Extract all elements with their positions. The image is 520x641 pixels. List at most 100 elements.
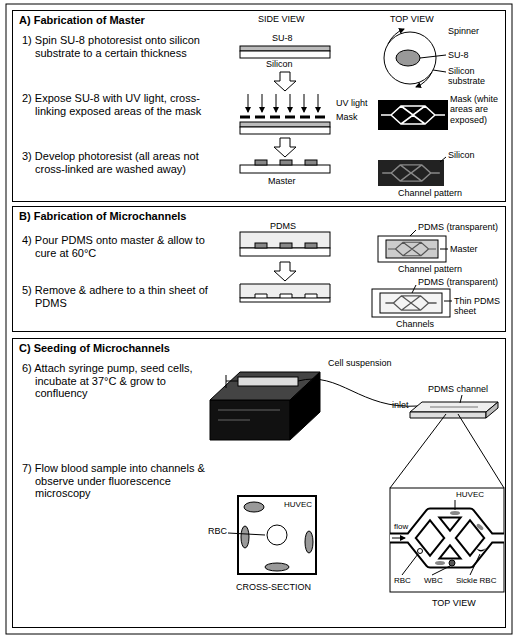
bonded-channel-side-view [240,284,330,298]
channel-zoom-view [476,548,486,552]
part-label: SU-8 [272,33,293,43]
pdms-pour-top-view [386,240,438,258]
spinner-top-view [384,32,436,84]
cross-section-view [238,496,316,574]
spinner-top-view [416,72,432,87]
process-arrow [274,262,296,281]
cross-section-view [267,525,287,545]
step-text: 2) Expose SU-8 with UV light, cross-link… [22,92,222,117]
mask-top-view [381,106,445,124]
uv-exposure-side-view [304,94,305,112]
spin-side-view [240,51,330,58]
step-text: 4) Pour PDMS onto master & allow to cure… [22,234,222,259]
process-arrow [274,138,296,157]
master-side-view [240,165,330,173]
syringe-pump [210,400,290,440]
pdms-channel-chip [410,402,498,412]
master-top-view [440,157,446,162]
master-side-view [255,160,267,165]
part-label: Silicon [448,150,475,160]
bonded-channel-top-view [372,289,450,317]
channel-zoom-view [432,566,450,575]
mask-top-view [378,100,448,130]
part-label: SU-8 [448,50,469,60]
part-label: TOP VIEW [432,598,476,608]
cross-section-view [244,502,264,512]
channel-zoom-view [435,561,445,565]
spinner-top-view [388,29,404,44]
uv-exposure-side-view [240,127,330,134]
pdms-channel-chip [486,402,498,418]
pdms-pour-side-view [240,232,330,248]
part-label: Master [450,244,478,254]
syringe-pump [210,372,418,440]
pdms-pour-top-view [378,236,446,262]
part-label: UV light [336,98,368,108]
part-label: Spinner [448,26,479,36]
spinner-top-view [396,50,420,66]
spinner-top-view [420,55,446,58]
spin-side-view [240,46,330,58]
channel-zoom-view [449,560,455,566]
part-label: Silicon [266,59,293,69]
pdms-channel-chip [390,395,504,488]
outer-frame [6,4,512,634]
channel-zoom-view [390,513,504,563]
channel-zoom-view [450,511,460,515]
uv-exposure-side-view [276,94,277,112]
channel-zoom-view [470,554,480,575]
part-label: Cell suspension [328,358,392,368]
spinner-top-view [433,70,446,72]
part-label: Channel pattern [398,188,462,198]
part-label: Channels [396,319,434,329]
part-label: Sickle RBC [456,576,496,585]
part-label: TOP VIEW [390,14,434,24]
pdms-pour-top-view [388,242,436,256]
cross-section-view [228,533,265,535]
uv-exposure-side-view [262,94,263,112]
part-label: PDMS [270,221,296,231]
bonded-channel-top-view [385,296,436,310]
part-label: Master [268,176,296,186]
part-label: Channel pattern [398,264,462,274]
pdms-pour-top-view [410,230,416,236]
uv-exposure-side-view [290,94,291,112]
pdms-pour-top-view [440,249,448,250]
uv-exposure-side-view [318,94,319,112]
part-label: Silicon substrate [448,66,504,87]
uv-exposure-side-view [248,94,249,112]
uv-exposure-side-view [240,122,330,127]
step-text: 7) Flow blood sample into channels & obs… [22,462,222,500]
part-label: RBC [394,576,411,585]
step-text: 5) Remove & adhere to a thin sheet of PD… [22,284,222,309]
part-label: PDMS (transparent) [418,222,498,232]
part-label: RBC [208,526,227,536]
part-label: PDMS (transparent) [418,277,498,287]
part-label: inlet [392,400,409,410]
cross-section-view [241,526,249,548]
master-top-view [378,160,444,186]
part-label: SIDE VIEW [258,14,305,24]
master-top-view [382,165,440,181]
bonded-channel-side-view [240,284,330,302]
bonded-channel-top-view [412,285,416,293]
bonded-channel-side-view [240,298,330,302]
part-label: Mask (white areas are exposed) [450,94,504,125]
cross-section-view [265,563,289,571]
cross-section-view [305,531,313,553]
step-text: 6) Attach syringe pump, seed cells, incu… [22,362,197,400]
channel-zoom-view [390,488,504,592]
pdms-pour-side-view [240,232,330,256]
syringe-pump [218,410,280,411]
part-label: PDMS channel [428,384,488,394]
syringe-pump [226,375,227,388]
uv-exposure-side-view [240,94,330,134]
master-side-view [305,160,317,165]
part-label: Mask [336,112,358,122]
bonded-channel-top-view [380,293,442,313]
channel-zoom-view [455,500,456,510]
channel-zoom-view [392,538,405,539]
master-top-view [378,157,446,186]
pdms-pour-side-view [280,243,292,248]
